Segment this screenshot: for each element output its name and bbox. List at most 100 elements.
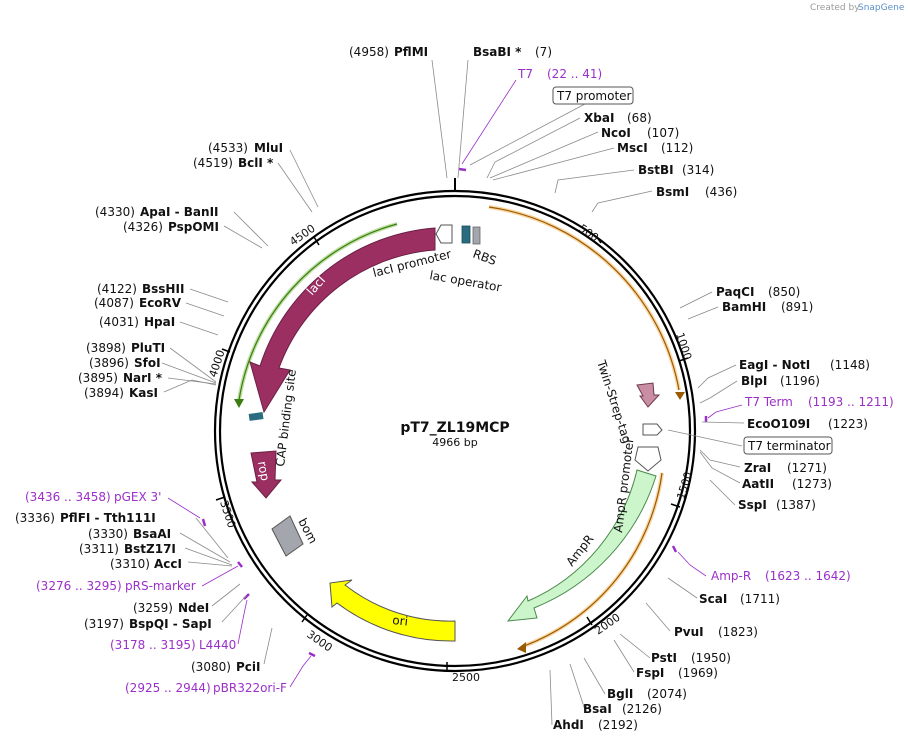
site-pos-scai: (1711)	[740, 592, 780, 606]
site-name-xbai: XbaI	[584, 111, 614, 125]
primer-labels: T7 (22 .. 41) T7 Term (1193 .. 1211) Amp…	[25, 67, 894, 695]
site-name-bsabi: BsaBI *	[473, 45, 522, 59]
site-name-bstbi: BstBI	[638, 163, 674, 177]
site-name-msci: MscI	[617, 141, 648, 155]
t7-promoter-box	[552, 86, 634, 105]
lac-operator-feature	[461, 225, 471, 244]
site-name-ecoo109i: EcoO109I	[747, 417, 810, 431]
site-name-sfoi: SfoI	[134, 356, 161, 370]
tick-label-2000: 2000	[592, 611, 622, 638]
leader-xbai	[486, 117, 581, 179]
leader-primer-pgex	[167, 497, 201, 519]
leader-pflmi	[431, 59, 448, 179]
site-name-scai: ScaI	[699, 592, 727, 606]
primer-range-pgex: (3436 .. 3458)	[25, 490, 111, 504]
site-name-pflmi: PflMI	[394, 45, 428, 59]
rop-feature	[250, 450, 283, 499]
plasmid-name: pT7_ZL19MCP	[400, 420, 509, 436]
primer-range-pbr322: (2925 .. 2944)	[125, 681, 211, 695]
site-pos-bstz17i: (3311)	[79, 542, 119, 556]
leader-blpi	[699, 380, 738, 404]
tick-3500	[215, 496, 226, 501]
laci-feature	[249, 227, 436, 414]
leader-zrai	[699, 449, 741, 468]
leader-ndei	[211, 583, 241, 607]
site-name-pspomi: PspOMI	[168, 220, 219, 234]
site-pos-bgli: (2074)	[647, 687, 687, 701]
site-pos-acci: (3310)	[110, 557, 150, 571]
primer-mark-l4440	[243, 593, 250, 600]
site-leader-lines	[161, 59, 745, 726]
leader-primer-ampr	[677, 551, 707, 577]
site-name-bcli: BclI *	[238, 156, 274, 170]
site-pos-bsmi: (436)	[705, 185, 737, 199]
site-name-pvui: PvuI	[674, 625, 704, 639]
leader-paqci	[679, 291, 713, 309]
site-name-ndei: NdeI	[178, 601, 209, 615]
leader-t7-promoter	[469, 95, 601, 166]
primer-name-ampr: Amp-R	[711, 569, 751, 583]
site-name-bgli: BglI	[607, 687, 633, 701]
site-name-kasi: KasI	[129, 386, 158, 400]
primer-name-pbr322: pBR322ori-F	[213, 681, 287, 695]
site-labels: (4958) PflMI BsaBI * (7) XbaI (68) NcoI …	[15, 45, 870, 732]
primer-name-t7: T7	[517, 67, 533, 81]
site-name-zrai: ZraI	[744, 461, 771, 475]
site-pos-bamhi: (891)	[781, 300, 813, 314]
rbs-label: RBS	[471, 247, 498, 268]
leader-psti	[619, 633, 651, 659]
site-pos-pluti: (3898)	[86, 341, 126, 355]
leader-primer-l4440	[237, 599, 248, 645]
site-name-psti: PstI	[651, 651, 677, 665]
site-name-apai: ApaI - BanII	[140, 205, 219, 219]
orf-arrowhead-top-right	[675, 392, 685, 400]
primer-mark-pbr322	[308, 651, 316, 658]
leader-bsabi	[457, 59, 469, 179]
site-name-pflfi: PflFI - Tth111I	[60, 511, 156, 525]
site-name-bsaai: BsaAI	[133, 527, 171, 541]
leader-acci	[187, 561, 233, 567]
leader-scai	[667, 577, 698, 599]
orf-arrowhead-ampr	[517, 642, 526, 653]
leader-aatii	[699, 451, 741, 484]
twin-strep-tag-label: Twin-Strep-tag	[594, 358, 634, 445]
site-pos-pflfi: (3336)	[15, 511, 55, 525]
primer-name-prs: pRS-marker	[125, 579, 196, 593]
site-pos-blpi: (1196)	[780, 374, 820, 388]
cap-binding-site-feature	[248, 412, 264, 421]
tick-label-3500: 3500	[217, 499, 238, 530]
tick-4500	[313, 236, 320, 246]
leader-hpai	[179, 321, 219, 336]
leader-bstbi	[554, 169, 635, 194]
leader-ahdi	[549, 669, 553, 726]
site-pos-msci: (112)	[661, 141, 693, 155]
site-pos-paqci: (850)	[768, 285, 800, 299]
plasmid-size: 4966 bp	[432, 436, 477, 449]
site-pos-ndei: (3259)	[133, 601, 173, 615]
leader-bstz17i	[184, 547, 233, 566]
tick-1500	[670, 503, 681, 508]
leader-fspi	[613, 639, 635, 673]
leader-ncoi	[489, 131, 599, 179]
site-pos-hpai: (4031)	[99, 315, 139, 329]
site-pos-mlui: (4533)	[208, 141, 248, 155]
leader-pspomi	[223, 225, 263, 249]
ampr-feature	[506, 469, 657, 622]
site-pos-ncoi: (107)	[647, 126, 679, 140]
leader-mlui	[289, 149, 319, 208]
ori-feature	[329, 579, 456, 642]
primer-range-t7: (22 .. 41)	[547, 67, 602, 81]
site-pos-pspomi: (4326)	[123, 220, 163, 234]
primer-range-prs: (3276 .. 3295)	[36, 579, 122, 593]
site-name-bamhi: BamHI	[722, 300, 766, 314]
leader-primer-t7-term	[707, 404, 743, 419]
primer-mark-pgex	[201, 518, 207, 527]
site-name-acci: AccI	[154, 557, 182, 571]
leader-msci	[492, 147, 615, 181]
leader-primer-pbr322	[289, 655, 312, 688]
tick-2000	[586, 616, 593, 626]
site-name-eagi: EagI - NotI	[739, 358, 810, 372]
primer-mark-t7	[458, 167, 467, 172]
site-pos-pcii: (3080)	[191, 660, 231, 674]
leader-ecorv	[185, 302, 225, 317]
